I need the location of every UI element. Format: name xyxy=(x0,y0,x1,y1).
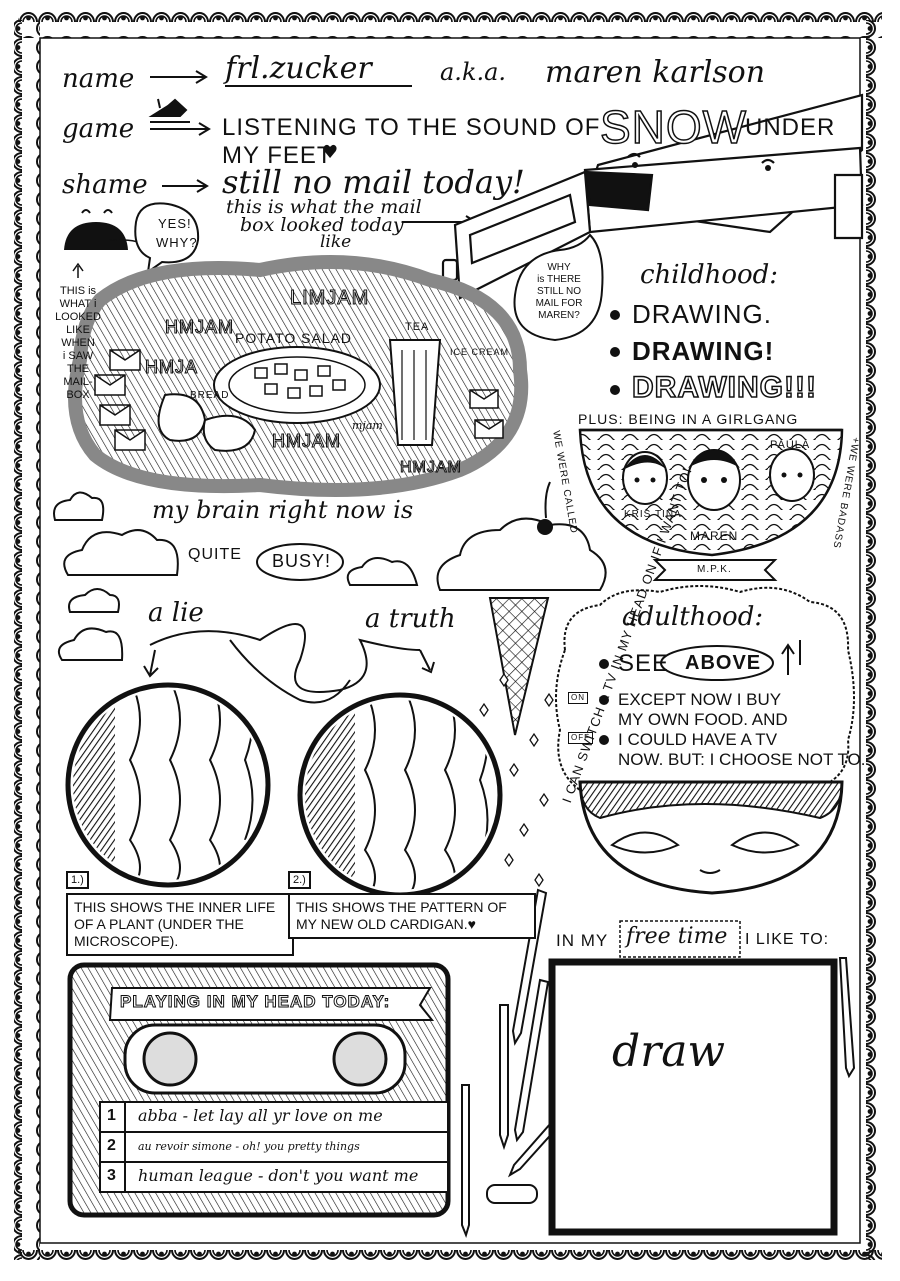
food-label: HMJA xyxy=(145,357,198,377)
childhood-item-1: DRAWING. xyxy=(632,299,772,329)
track-number: 3 xyxy=(107,1167,117,1184)
name-value: frl.zucker xyxy=(225,51,372,86)
food-label: POTATO SALAD xyxy=(235,330,353,346)
name-label: name xyxy=(62,64,135,94)
girl-name: PAULA xyxy=(770,439,811,451)
caption-number-2: 2.) xyxy=(288,871,311,889)
food-label: LIMJAM xyxy=(289,287,370,309)
bubble-yes: YES! xyxy=(158,216,192,231)
adulthood-heading: adulthood: xyxy=(622,602,764,632)
caption-number-1: 1.) xyxy=(66,871,89,889)
snow-word: SNOW xyxy=(599,101,748,153)
food-label: BREAD xyxy=(190,390,230,401)
shame-value: still no mail today! xyxy=(222,163,525,201)
draw-answer: draw xyxy=(612,1026,726,1077)
food-label: mjam xyxy=(352,419,383,432)
aka-label: a.k.a. xyxy=(440,58,507,86)
food-label: HMJAM xyxy=(165,317,234,337)
adulthood-see: SEE xyxy=(618,650,670,677)
track-title: human league - don't you want me xyxy=(138,1166,419,1185)
childhood-heading: childhood: xyxy=(640,260,779,290)
shame-label: shame xyxy=(62,170,148,200)
brain-busy: BUSY! xyxy=(272,551,332,571)
free-time-word: free time xyxy=(626,924,728,949)
mailbox-caption-3: like xyxy=(320,232,352,252)
heart-icon: ♥ xyxy=(322,142,339,163)
game-label: game xyxy=(62,114,135,144)
off-switch: OFF xyxy=(568,732,593,744)
caption-cardigan: THIS SHOWS THE PATTERN OF MY NEW OLD CAR… xyxy=(288,893,536,939)
food-label: HMJAM xyxy=(272,431,341,451)
game-value-2: MY FEET xyxy=(222,142,333,169)
food-label: ICE CREAM xyxy=(450,347,510,357)
game-under: UNDER xyxy=(745,114,836,141)
track-number: 1 xyxy=(107,1107,117,1124)
girlgang-plus: PLUS: BEING IN A GIRLGANG xyxy=(578,411,799,427)
girl-name: KRIS TINA xyxy=(624,509,682,520)
food-label: TEA xyxy=(405,321,430,333)
food-label: HMJAM xyxy=(400,459,462,476)
girl-name: MAREN xyxy=(690,529,739,543)
brain-quite: QUITE xyxy=(188,546,242,563)
lie-label: a lie xyxy=(148,598,204,628)
mailbox-caption-1: this is what the mail xyxy=(226,196,422,218)
childhood-item-3: DRAWING!!! xyxy=(631,371,817,404)
track-title: abba - let lay all yr love on me xyxy=(138,1106,383,1125)
game-value: LISTENING TO THE SOUND OF xyxy=(222,114,601,141)
bubble-why: WHY? xyxy=(156,235,198,250)
childhood-item-2: DRAWING! xyxy=(632,336,775,366)
track-title: au revoir simone - oh! you pretty things xyxy=(138,1140,360,1153)
name-alias: maren karlson xyxy=(545,55,766,90)
on-switch: ON xyxy=(568,692,588,704)
track-number: 2 xyxy=(107,1137,117,1154)
brain-line: my brain right now is xyxy=(152,496,414,524)
caption-plant: THIS SHOWS THE INNER LIFE OF A PLANT (UN… xyxy=(66,893,294,956)
free-time-suffix: I LIKE TO: xyxy=(745,931,830,948)
adulthood-above: ABOVE xyxy=(685,652,762,674)
girlgang-banner: M.P.K. xyxy=(697,564,732,575)
truth-label: a truth xyxy=(365,604,456,634)
free-time-prefix: IN MY xyxy=(556,931,609,950)
mailbox-caption-2: box looked today xyxy=(240,214,404,236)
cassette-title: PLAYING IN MY HEAD TODAY: xyxy=(119,992,391,1011)
